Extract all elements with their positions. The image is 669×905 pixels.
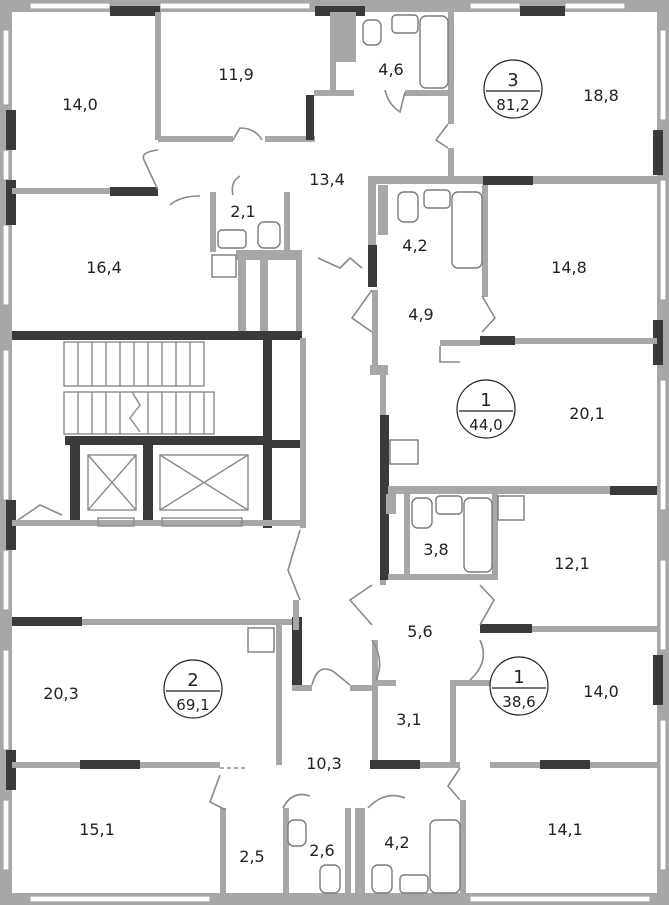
room-area-label: 11,9 <box>218 65 254 84</box>
room-area-label: 4,2 <box>384 833 409 852</box>
room-area-label: 16,4 <box>86 258 122 277</box>
inner-walls <box>12 12 657 893</box>
room-area-label: 3,1 <box>396 710 421 729</box>
staircase <box>63 341 215 435</box>
apartment-area: 69,1 <box>176 696 209 714</box>
room-area-label: 14,0 <box>583 682 619 701</box>
room-area-label: 4,9 <box>408 305 433 324</box>
room-area-label: 12,1 <box>554 554 590 573</box>
room-area-label: 2,1 <box>230 202 255 221</box>
apartment-badge-1-lower: 1 38,6 <box>489 656 549 716</box>
doors <box>17 89 496 811</box>
room-labels: 14,0 11,9 4,6 18,8 13,4 2,1 16,4 4,2 14,… <box>43 60 619 866</box>
apartment-number: 1 <box>480 390 491 411</box>
room-area-label: 20,1 <box>569 404 605 423</box>
room-area-label: 14,0 <box>62 95 98 114</box>
room-area-label: 14,8 <box>551 258 587 277</box>
apartment-area: 44,0 <box>469 416 502 434</box>
apartment-badge-3: 3 81,2 <box>483 59 543 119</box>
bathroom-fixtures <box>211 14 525 894</box>
room-area-label: 14,1 <box>547 820 583 839</box>
room-area-label: 13,4 <box>309 170 345 189</box>
room-area-label: 10,3 <box>306 754 342 773</box>
room-area-label: 15,1 <box>79 820 115 839</box>
room-area-label: 2,6 <box>309 841 334 860</box>
room-area-label: 18,8 <box>583 86 619 105</box>
apartment-area: 38,6 <box>502 693 535 711</box>
apartment-number: 3 <box>507 70 518 91</box>
room-area-label: 4,6 <box>378 60 403 79</box>
room-area-label: 5,6 <box>407 622 432 641</box>
room-area-label: 2,5 <box>239 847 264 866</box>
apartment-area: 81,2 <box>496 96 529 114</box>
apartment-number: 1 <box>513 667 524 688</box>
elevators <box>87 454 249 527</box>
apartment-badge-1-upper: 1 44,0 <box>456 379 516 439</box>
apartment-badge-2: 2 69,1 <box>163 659 223 719</box>
apartment-number: 2 <box>187 670 198 691</box>
room-area-label: 3,8 <box>423 540 448 559</box>
room-area-label: 4,2 <box>402 236 427 255</box>
room-area-label: 20,3 <box>43 684 79 703</box>
